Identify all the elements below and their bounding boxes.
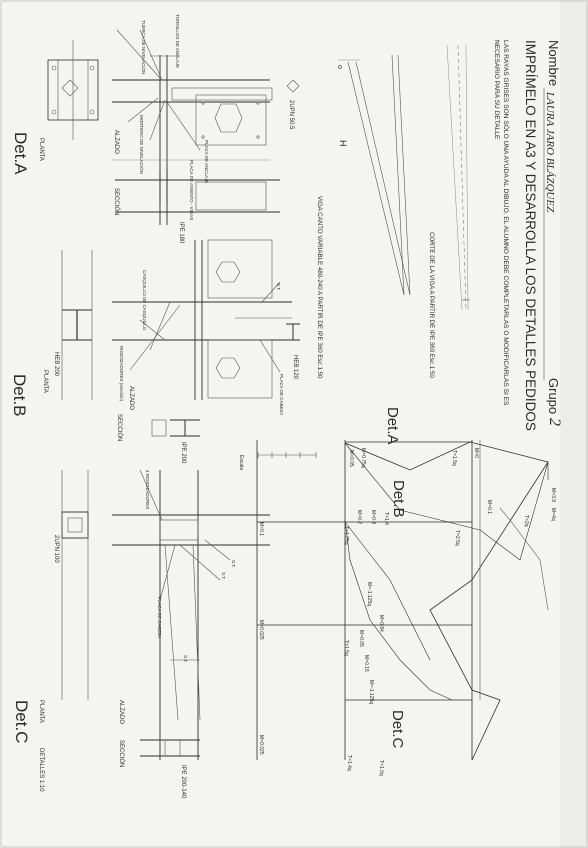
det-b-note: S.T. [276, 283, 281, 291]
grupo-label: Grupo [546, 378, 561, 414]
det-c-note: PLACA DE CABEZA [157, 597, 162, 638]
detail-c: 2UPN 100 PLANTA Det.C ALZADO 4 RIGIDIZAD… [12, 469, 270, 799]
frame-moment-label: M=0.8 [370, 510, 376, 524]
det-c-seccion-label: SECCIÓN [118, 740, 125, 767]
det-b-planta-label: PLANTA [42, 370, 48, 393]
upn-marker-icon [286, 79, 300, 93]
frame-moment-label: T=1.4 [383, 512, 389, 525]
det-a-seccion-label: SECCIÓN [113, 188, 120, 215]
det-a-title: Det.A [11, 132, 30, 175]
frame-scale: Escala [238, 452, 317, 470]
frame-moment-label: M=-1.125q [368, 680, 374, 704]
frame-moment-label: M=0.15 [363, 655, 369, 672]
det-a-alzado-label: ALZADO [113, 130, 119, 154]
detalles-scale-label: DETALLES 1:10 [38, 748, 44, 792]
det-c-marker: Det.C [389, 710, 406, 749]
grupo-value: 2 [546, 418, 563, 426]
det-c-alzado-label: ALZADO [118, 700, 124, 724]
frame-moment-label: M=4q [550, 508, 556, 521]
det-a-note: TORNILLOS DE ANCLAJE [175, 14, 180, 68]
det-b-alzado-label: ALZADO [128, 386, 134, 410]
det-a-note: MORTERO DE NIVELACIÓN [139, 115, 145, 174]
det-c-note: 4 RIGIDIZADORES [145, 470, 150, 509]
det-a-note: PLACA DE ASIENTO - VIGAS [189, 160, 194, 220]
frame-moment-label: T=1.5q [343, 640, 349, 656]
det-b-note: RIGIDIZADORES (sección) [119, 346, 124, 402]
det-c-upn-label: 2UPN 100 [53, 535, 59, 563]
beam-start-marker: o [338, 64, 342, 71]
beam-h-label: H [338, 140, 348, 147]
frame-moment-label: M=0.05 [348, 450, 354, 467]
frame-moment-label: T=1.5q [451, 450, 457, 466]
det-b-seccion-label: SECCIÓN [116, 414, 123, 441]
det-a-upn-label: 2UPN 50.5 [288, 100, 294, 130]
escala-label: Escala [238, 455, 244, 470]
det-b-title: Det.B [10, 374, 29, 417]
det-a-planta-label: PLANTA [38, 138, 44, 161]
det-a-marker: Det.A [384, 407, 401, 445]
nombre-value: LAURA JARO BLÁZQUEZ [544, 91, 556, 213]
corte-title: CORTE DE LA VIGA A PARTIR DE IPE 360 Esc… [428, 232, 435, 378]
det-c-note: S.T. [231, 560, 236, 568]
det-b-note: PLACA DE CABEZA [279, 374, 284, 415]
frame-moment-label: M=0.84 [378, 615, 384, 632]
instructions-note-line2: NECESARIO PARA SU DETALLE [493, 40, 500, 140]
det-b-h-section [61, 250, 93, 400]
det-b-heb-bottom: HEB 200 [53, 352, 59, 377]
frame-moment-label: M=0.025 [258, 735, 264, 755]
paper-edge-shadow [560, 0, 588, 848]
det-b-marker: Det.B [390, 480, 407, 518]
det-c-ipe-label: IPE 200-140 [180, 765, 186, 799]
det-b-heb-top: HEB 120 [292, 355, 298, 380]
frame-diagram: Escala Det.A Det.B Det.C M=0 M=3.9 M=4q … [238, 407, 556, 776]
detail-b: HEB 200 PLANTA Det.B HEB 120 ALZADO S.T.… [10, 239, 300, 464]
nombre-label: Nombre [546, 40, 561, 86]
header: Nombre LAURA JARO BLÁZQUEZ Grupo 2 IMPRÍ… [493, 40, 563, 431]
frame-moment-label: T=2.5q [454, 530, 460, 546]
det-c-note: S.T. [183, 655, 188, 663]
frame-moment-label: T=1.0q [378, 760, 384, 776]
frame-moment-label: T=1.4q [346, 755, 352, 771]
det-c-title: Det.C [12, 700, 31, 743]
det-b-ipe-label: IPE 200 [180, 442, 186, 464]
frame-moment-label: M=0.025 [258, 620, 264, 640]
det-b-note: CASQUILLO DE CASQUILLO [142, 270, 147, 331]
frame-moment-label: M=-1.125q [366, 582, 372, 606]
beam-section-sketch: o H CORTE DE LA VIGA A PARTIR DE IPE 360… [316, 44, 470, 379]
frame-moment-label: T=1.25q [343, 526, 349, 545]
detail-a: PLANTA Det.A ALZADO TORNILLOS DE ANCLAJE… [11, 14, 300, 244]
instructions-note-line1: LAS RAYAS GRISES SON SÓLO UNA AYUDA AL D… [502, 40, 511, 406]
frame-moment-label: T=2q [523, 515, 529, 527]
det-c-note: S.T. [221, 572, 226, 580]
frame-moment-label: M=0 [473, 448, 479, 458]
frame-moment-label: M=0.05 [358, 630, 364, 647]
viga-title: VIGA CANTO VARIABLE 480-240 A PARTIR DE … [316, 196, 323, 379]
det-c-planta-label: PLANTA [38, 700, 44, 723]
frame-moment-label: M=0.1 [258, 522, 264, 536]
det-a-note: PLACA DE ANCLAJE [204, 140, 209, 183]
det-a-note: TUERCA DE NIVELACIÓN [141, 20, 147, 74]
det-b-heb-top-section [286, 323, 300, 341]
instruction-title: IMPRÍMELO EN A3 Y DESARROLLA LOS DETALLE… [523, 40, 538, 431]
frame-moment-label: M=3.9 [550, 488, 556, 502]
frame-moment-label: M=0.2 [356, 510, 362, 524]
frame-moment-label: M=0.1 [486, 500, 492, 514]
det-a-ipe-label: IPE 180 [178, 222, 184, 244]
frame-moment-label: M=0.75q [360, 448, 366, 468]
